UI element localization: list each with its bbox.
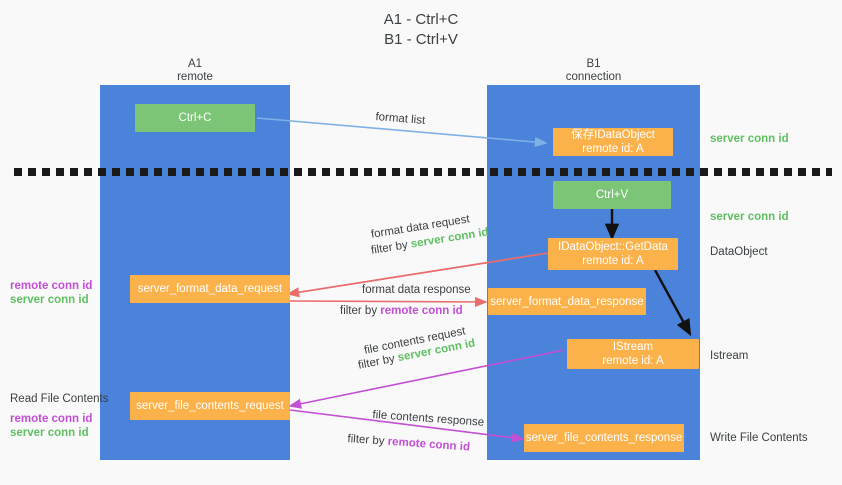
filter-value-2: remote conn id <box>380 305 463 317</box>
security-boundary-divider <box>14 168 832 176</box>
left-label-remote-conn-id-2: remote conn id <box>10 413 93 425</box>
lane-header-a1: A1 remote <box>177 58 213 83</box>
left-label-server-conn-id-2: server conn id <box>10 427 89 439</box>
node-idataobject[interactable]: 保存IDataObject remote id: A <box>553 128 673 156</box>
node-server-file-contents-response[interactable]: server_file_contents_response <box>524 424 684 452</box>
node-server-file-contents-request[interactable]: server_file_contents_request <box>130 392 290 420</box>
right-label-write-file-contents: Write File Contents <box>710 432 808 444</box>
filter-prefix-2: filter by <box>340 305 381 317</box>
left-label-server-conn-id-1: server conn id <box>10 294 89 306</box>
left-label-read-file-contents: Read File Contents <box>10 393 109 405</box>
right-label-server-conn-id-1: server conn id <box>710 133 789 145</box>
edge-label-file-contents-response: file contents response <box>372 408 485 429</box>
right-label-server-conn-id-2: server conn id <box>710 211 789 223</box>
right-label-dataobject: DataObject <box>710 246 768 258</box>
filter-value-4: remote conn id <box>387 435 471 454</box>
edge-label-format-data-response: format data response <box>362 284 471 296</box>
edge-label-file-contents-response-filter: filter by remote conn id <box>347 432 470 456</box>
edge-label-format-list: format list <box>374 110 426 127</box>
filter-prefix-3: filter by <box>357 352 400 372</box>
lane-header-b1: B1 connection <box>565 58 622 83</box>
right-label-istream: Istream <box>710 350 749 362</box>
node-idataobject-getdata[interactable]: IDataObject::GetData remote id: A <box>548 238 678 270</box>
node-ctrl-v[interactable]: Ctrl+V <box>553 181 671 209</box>
diagram-title: A1 - Ctrl+C B1 - Ctrl+V <box>383 11 459 48</box>
edge-label-format-data-response-filter: filter by remote conn id <box>340 304 463 319</box>
node-istream[interactable]: IStream remote id: A <box>567 339 699 369</box>
node-server-format-data-request[interactable]: server_format_data_request <box>130 275 290 303</box>
filter-prefix-4: filter by <box>347 432 389 448</box>
node-server-format-data-response[interactable]: server_format_data_response <box>488 288 646 315</box>
node-ctrl-c[interactable]: Ctrl+C <box>135 104 255 132</box>
left-label-remote-conn-id-1: remote conn id <box>10 280 93 292</box>
